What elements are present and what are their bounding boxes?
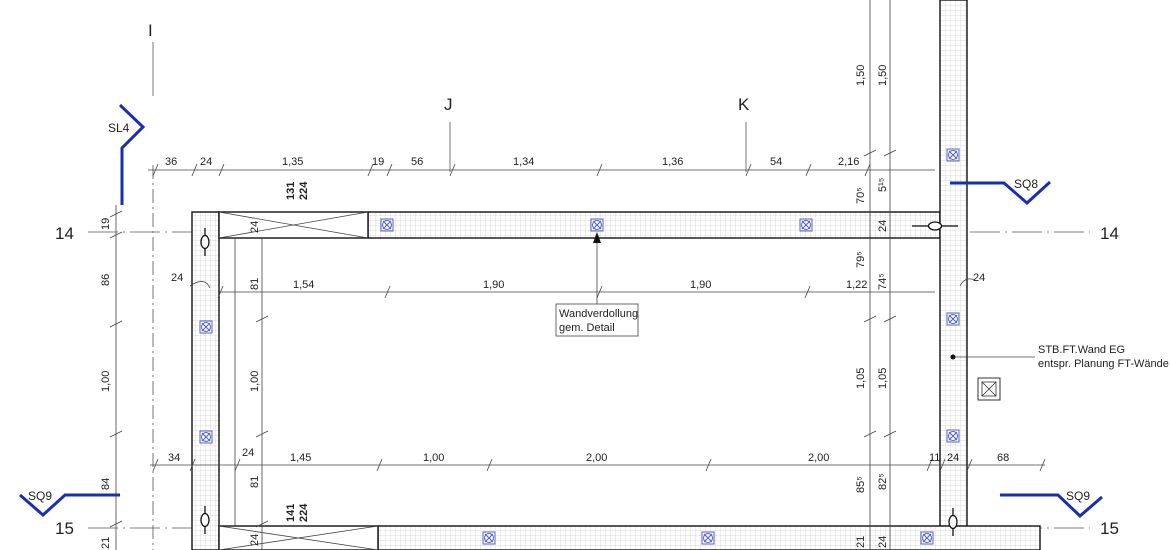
dim-label: 1,90 [483, 279, 504, 291]
dim-label: 1,54 [293, 279, 314, 291]
dim-label: 68 [997, 452, 1009, 464]
dim-label: 86 [100, 274, 112, 286]
annotation-line: gem. Detail [559, 322, 615, 334]
dim-label: 70⁵ [855, 187, 867, 204]
dim-label: 1,00 [100, 371, 112, 392]
dimension-column-left: 19 86 1,00 84 21 [100, 218, 112, 549]
section-label-SQ9-right: SQ9 [1066, 489, 1090, 503]
dim-label: 84 [100, 478, 112, 490]
dim-label: 1,05 [877, 368, 889, 389]
section-label-SQ8: SQ8 [1014, 177, 1038, 191]
section-markers [19, 103, 1103, 519]
axis-label-14-left: 14 [55, 224, 74, 243]
dim-label: 1,50 [877, 65, 889, 86]
dim-label: 56 [411, 156, 423, 168]
section-marker-SQ9-right [1000, 493, 1103, 519]
dim-label: 21 [100, 537, 112, 549]
dim-label: 24 [877, 536, 889, 548]
anchor-markers [199, 148, 960, 545]
axis-label-15-left: 15 [55, 519, 74, 538]
dim-label: 79⁵ [855, 251, 867, 268]
dim-label: 1,22 [846, 279, 867, 291]
dim-label: 1,35 [282, 156, 303, 168]
wall-bottom [377, 525, 1041, 550]
dim-label: 1,50 [855, 65, 867, 86]
dim-label: 34 [168, 452, 180, 464]
axis-label-J: J [444, 95, 453, 114]
dim-label: 1,34 [513, 156, 534, 168]
dim-label: 24 [242, 447, 254, 459]
dimension-column-inner: 24 81 1,00 81 24 [249, 221, 261, 546]
dim-label: 54 [770, 156, 782, 168]
dim-label: 36 [165, 156, 177, 168]
opening-height-top: 224 [298, 181, 310, 200]
dim-label: 2,16 [838, 156, 859, 168]
annotation-line: STB.FT.Wand EG [1038, 344, 1125, 356]
dim-label: 19 [372, 156, 384, 168]
section-marker-SQ8 [950, 180, 1052, 206]
axis-label-14-right: 14 [1100, 224, 1119, 243]
opening-width-bottom: 141 [285, 504, 297, 522]
dim-label: 24 [249, 221, 261, 233]
annotation-stb: STB.FT.Wand EG entspr. Planung FT-Wände [1038, 344, 1169, 370]
dim-label: 85⁵ [855, 476, 867, 493]
dim-label: 82⁵ [877, 473, 889, 490]
dim-label: 2,00 [586, 452, 607, 464]
dim-label: 24 [249, 534, 261, 546]
dim-label: 24 [973, 272, 985, 284]
dim-label: 1,05 [855, 368, 867, 389]
dim-label: 24 [877, 220, 889, 232]
dim-label: 5¹⁵ [877, 178, 889, 192]
section-marker-SQ9-left [19, 493, 120, 518]
axis-label-15-right: 15 [1100, 519, 1119, 538]
dimension-lines [109, 0, 1046, 550]
dim-label: 24 [947, 452, 959, 464]
section-label-SQ9-left: SQ9 [28, 489, 52, 503]
dim-label: 1,00 [249, 371, 261, 392]
dimension-row-top: 36 24 1,35 19 56 1,34 1,36 54 2,16 [165, 156, 859, 168]
dim-label: 21 [855, 536, 867, 548]
opening-width-top: 131 [285, 182, 297, 200]
section-label-SL4: SL4 [108, 121, 130, 135]
annotation-line: Wandverdollung [559, 308, 638, 320]
connector-symbol [912, 221, 958, 231]
dim-label: 2,00 [808, 452, 829, 464]
dimension-column-right: 1,50 1,50 70⁵ 5¹⁵ 24 79⁵ 74⁵ 1,05 1,05 8… [855, 65, 889, 548]
dim-label: 11 [929, 452, 940, 464]
dimension-row-lower: 34 24 1,45 1,00 2,00 2,00 11 24 68 [168, 447, 1009, 464]
dim-label: 19 [100, 218, 112, 230]
axis-label-K: K [738, 95, 750, 114]
dim-label: 81 [249, 278, 261, 290]
dim-label: 1,00 [423, 452, 444, 464]
dim-label: 1,90 [690, 279, 711, 291]
dim-label: 24 [200, 156, 212, 168]
dimension-row-middle: 1,54 1,90 1,90 1,22 [293, 279, 867, 291]
section-marker-SL4 [118, 103, 146, 205]
axis-label-I: I [148, 21, 153, 40]
box-symbol [977, 377, 1001, 401]
annotation-line: entspr. Planung FT-Wände [1038, 358, 1169, 370]
dim-label: 1,45 [290, 452, 311, 464]
opening-sizes: 131 224 141 224 [285, 181, 310, 522]
walls [191, 0, 1041, 550]
dim-label: 81 [249, 476, 261, 488]
dim-label: 74⁵ [877, 273, 889, 290]
opening-height-bottom: 224 [298, 503, 310, 522]
dim-label: 24 [171, 272, 183, 284]
wall-top [367, 211, 941, 239]
wall-left [191, 211, 220, 550]
dim-label: 1,36 [662, 156, 683, 168]
wall-connectors [200, 221, 958, 537]
wall-right [939, 0, 968, 550]
annotation-wandverdollung: Wandverdollung gem. Detail [555, 303, 639, 337]
